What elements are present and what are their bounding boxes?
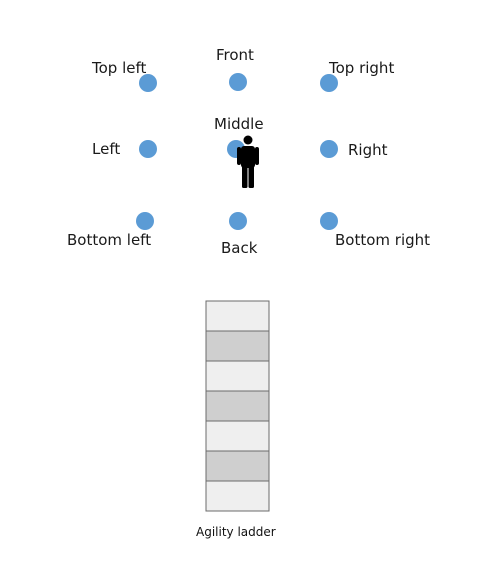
marker-back — [229, 212, 247, 230]
ladder-rung — [205, 450, 270, 482]
label-front: Front — [216, 46, 254, 64]
marker-bottom-left — [136, 212, 154, 230]
marker-right — [320, 140, 338, 158]
label-right: Right — [348, 141, 388, 159]
label-bottom-right: Bottom right — [335, 231, 431, 249]
ladder-rung — [205, 330, 270, 362]
ladder-rung — [205, 480, 270, 512]
label-top-right: Top right — [329, 59, 395, 77]
marker-bottom-right — [320, 212, 338, 230]
ladder-caption: Agility ladder — [196, 525, 276, 539]
ladder-rung — [205, 360, 270, 392]
label-middle: Middle — [214, 115, 264, 133]
label-bottom-left: Bottom left — [67, 231, 152, 249]
marker-top-right — [320, 74, 338, 92]
ladder-rung — [205, 390, 270, 422]
marker-front — [229, 73, 247, 91]
label-left: Left — [92, 140, 121, 158]
ladder-rung — [205, 420, 270, 452]
person-icon — [237, 135, 259, 188]
ladder-rung — [205, 300, 270, 332]
marker-top-left — [139, 74, 157, 92]
label-back: Back — [221, 239, 258, 257]
marker-left — [139, 140, 157, 158]
label-top-left: Top left — [92, 59, 147, 77]
agility-ladder — [205, 300, 270, 512]
